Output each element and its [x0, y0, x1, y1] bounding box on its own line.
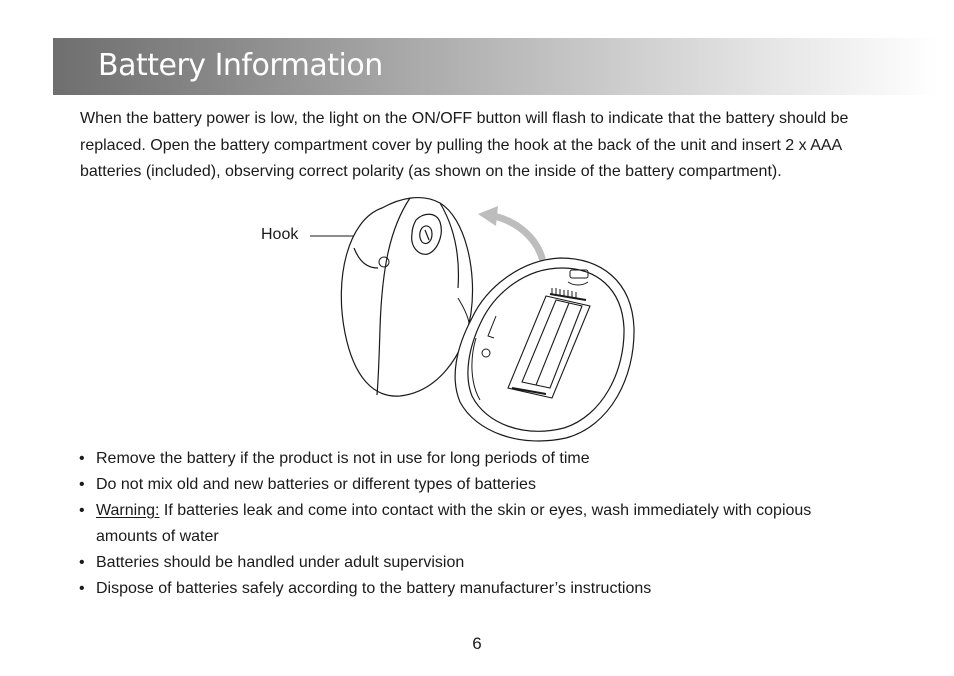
list-item: • Dispose of batteries safely according t…	[78, 576, 858, 602]
battery-diagram	[310, 196, 635, 442]
bullet-icon: •	[79, 554, 85, 571]
compartment-latch	[567, 269, 589, 286]
hook-detail	[411, 213, 442, 255]
open-direction-arrow	[490, 212, 546, 262]
page-number: 6	[472, 634, 482, 653]
page-title: Battery Information	[98, 48, 383, 83]
list-item-text: Batteries should be handled under adult …	[96, 554, 465, 571]
battery-safety-list: • Remove the battery if the product is no…	[78, 446, 858, 602]
cover-hole	[378, 256, 390, 268]
bullet-icon: •	[79, 580, 85, 597]
hook-label: Hook	[261, 226, 299, 243]
list-item: • Warning: If batteries leak and come int…	[78, 498, 858, 550]
warning-label: Warning:	[96, 502, 160, 519]
list-item-text: Dispose of batteries safely according to…	[96, 580, 652, 597]
list-item-text: Remove the battery if the product is not…	[96, 450, 590, 467]
list-item-text: If batteries leak and come into contact …	[96, 502, 812, 545]
list-item: • Batteries should be handled under adult…	[78, 550, 858, 576]
bullet-icon: •	[79, 502, 85, 519]
list-item: • Do not mix old and new batteries or dif…	[78, 472, 858, 498]
spring-contacts	[551, 288, 577, 298]
intro-paragraph: When the battery power is low, the light…	[80, 110, 849, 180]
battery-compartment	[507, 293, 591, 399]
open-direction-arrowhead	[478, 206, 498, 226]
battery-cover	[340, 196, 474, 397]
bullet-icon: •	[79, 450, 85, 467]
header-bar: Battery Information	[53, 38, 938, 95]
list-item-text: Do not mix old and new batteries or diff…	[96, 476, 536, 493]
bullet-icon: •	[79, 476, 85, 493]
list-item: • Remove the battery if the product is no…	[78, 446, 858, 472]
